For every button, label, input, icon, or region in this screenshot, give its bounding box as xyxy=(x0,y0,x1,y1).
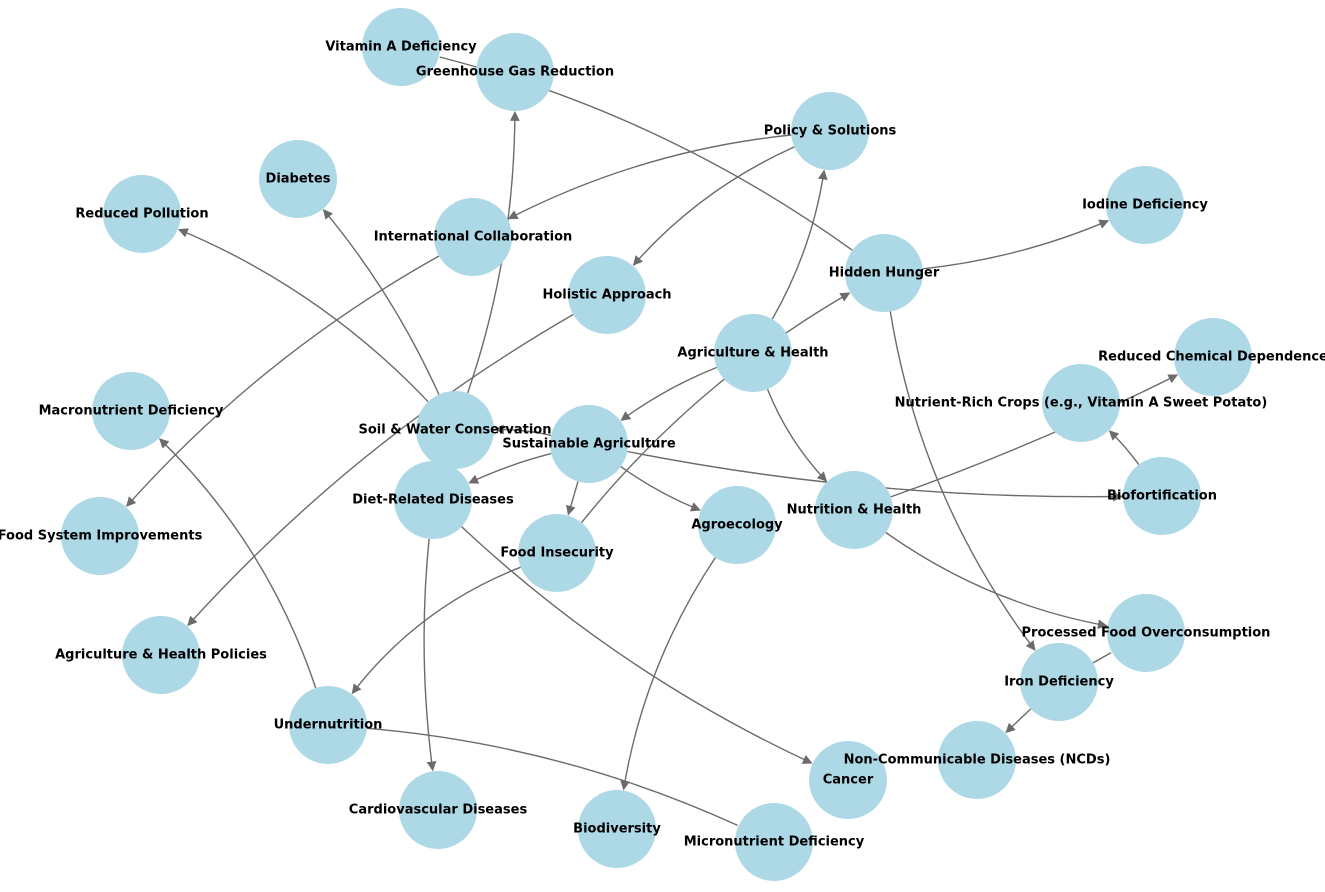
node-reduced-chem[interactable] xyxy=(1174,318,1252,396)
node-label-ncds: Non-Communicable Diseases (NCDs) xyxy=(844,753,1111,768)
node-policy[interactable] xyxy=(791,92,869,170)
edge-biofort-to-nutrient-crops xyxy=(1108,430,1140,466)
edge-sustainable-to-agroecology xyxy=(620,466,701,512)
edge-diet-diseases-to-cancer xyxy=(461,526,813,764)
node-biodiversity[interactable] xyxy=(578,790,656,868)
node-label-micronutrient: Micronutrient Deficiency xyxy=(684,835,865,850)
edge-nutrition-health-to-reduced-chem xyxy=(890,374,1179,498)
edge-policy-to-intl-collab xyxy=(507,134,792,220)
edge-ag-health-to-policy xyxy=(771,169,828,320)
node-label-agroecology: Agroecology xyxy=(691,518,783,533)
node-label-ghg: Greenhouse Gas Reduction xyxy=(416,65,614,80)
node-label-cardio: Cardiovascular Diseases xyxy=(349,803,528,818)
node-nutrition-health[interactable] xyxy=(815,471,893,549)
edge-food-insecurity-to-hidden-hunger xyxy=(580,292,851,524)
node-ag-health-policies[interactable] xyxy=(122,616,200,694)
node-label-iron: Iron Deficiency xyxy=(1004,675,1114,690)
node-agroecology[interactable] xyxy=(698,486,776,564)
node-vitamin-a[interactable] xyxy=(362,8,440,86)
node-iodine[interactable] xyxy=(1106,166,1184,244)
node-ghg[interactable] xyxy=(476,33,554,111)
node-diet-diseases[interactable] xyxy=(394,461,472,539)
node-label-reduced-chem: Reduced Chemical Dependence xyxy=(1098,350,1325,365)
edge-sustainable-to-food-insecurity xyxy=(566,481,579,516)
edge-iron-to-processed-food xyxy=(1092,651,1112,664)
edge-food-insecurity-to-undernutrition xyxy=(351,566,521,695)
edges-layer xyxy=(126,56,1179,827)
node-label-undernutrition: Undernutrition xyxy=(274,718,383,733)
node-ncds[interactable] xyxy=(938,721,1016,799)
node-food-system[interactable] xyxy=(61,497,139,575)
node-label-food-insecurity: Food Insecurity xyxy=(500,546,614,561)
node-label-food-system: Food System Improvements xyxy=(0,529,203,544)
node-label-ag-health: Agriculture & Health xyxy=(677,346,828,361)
edge-holistic-to-ag-health-policies xyxy=(187,313,574,627)
node-biofort[interactable] xyxy=(1123,457,1201,535)
edge-ag-health-to-sustainable xyxy=(620,366,718,421)
node-cancer[interactable] xyxy=(809,741,887,819)
node-label-sustainable: Sustainable Agriculture xyxy=(502,437,675,452)
node-reduced-pollution[interactable] xyxy=(103,175,181,253)
edge-agroecology-to-biodiversity xyxy=(620,557,716,791)
node-diabetes[interactable] xyxy=(259,140,337,218)
node-label-cancer: Cancer xyxy=(823,773,874,788)
nodes-layer xyxy=(61,8,1252,881)
node-label-holistic: Holistic Approach xyxy=(542,288,671,303)
edge-policy-to-holistic xyxy=(632,146,795,266)
edge-soil-water-to-diabetes xyxy=(322,209,440,395)
node-intl-collab[interactable] xyxy=(434,198,512,276)
node-label-nutrition-health: Nutrition & Health xyxy=(787,503,922,518)
edge-nutrition-health-to-processed-food xyxy=(885,531,1108,630)
edge-iron-to-ncds xyxy=(1005,708,1032,734)
edge-undernutrition-to-macronutrient xyxy=(158,438,317,689)
edge-undernutrition-to-micronutrient xyxy=(366,727,738,827)
node-iron[interactable] xyxy=(1020,643,1098,721)
edge-hidden-hunger-to-iron xyxy=(889,311,1036,651)
node-label-nutrient-crops: Nutrient-Rich Crops (e.g., Vitamin A Swe… xyxy=(895,396,1268,411)
node-label-vitamin-a: Vitamin A Deficiency xyxy=(325,40,477,55)
node-label-processed-food: Processed Food Overconsumption xyxy=(1022,626,1271,641)
node-label-intl-collab: International Collaboration xyxy=(374,230,573,245)
node-nutrient-crops[interactable] xyxy=(1042,364,1120,442)
node-label-biofort: Biofortification xyxy=(1107,489,1217,504)
edge-ag-health-to-nutrition-health xyxy=(766,388,828,482)
node-ag-health[interactable] xyxy=(714,314,792,392)
node-label-biodiversity: Biodiversity xyxy=(573,822,661,837)
node-processed-food[interactable] xyxy=(1107,594,1185,672)
node-hidden-hunger[interactable] xyxy=(845,234,923,312)
node-cardio[interactable] xyxy=(399,771,477,849)
node-label-soil-water: Soil & Water Conservation xyxy=(358,423,551,438)
edge-hidden-hunger-to-iodine xyxy=(922,219,1110,270)
node-holistic[interactable] xyxy=(568,256,646,334)
node-label-iodine: Iodine Deficiency xyxy=(1082,198,1208,213)
node-label-policy: Policy & Solutions xyxy=(764,124,897,139)
node-soil-water[interactable] xyxy=(416,391,494,469)
node-label-ag-health-policies: Agriculture & Health Policies xyxy=(55,648,267,663)
node-label-macronutrient: Macronutrient Deficiency xyxy=(39,404,224,419)
edge-sustainable-to-soil-water xyxy=(494,424,552,437)
node-undernutrition[interactable] xyxy=(289,686,367,764)
node-label-diet-diseases: Diet-Related Diseases xyxy=(352,493,514,508)
edge-soil-water-to-reduced-pollution xyxy=(177,228,429,403)
edge-diet-diseases-to-cardio xyxy=(423,538,437,772)
node-label-reduced-pollution: Reduced Pollution xyxy=(75,207,208,222)
node-label-diabetes: Diabetes xyxy=(266,172,331,187)
node-food-insecurity[interactable] xyxy=(518,514,596,592)
edge-intl-collab-to-food-system xyxy=(126,255,440,507)
edge-sustainable-to-diet-diseases xyxy=(468,452,552,484)
node-macronutrient[interactable] xyxy=(92,372,170,450)
node-micronutrient[interactable] xyxy=(735,803,813,881)
node-sustainable[interactable] xyxy=(550,405,628,483)
node-label-hidden-hunger: Hidden Hunger xyxy=(829,266,940,281)
